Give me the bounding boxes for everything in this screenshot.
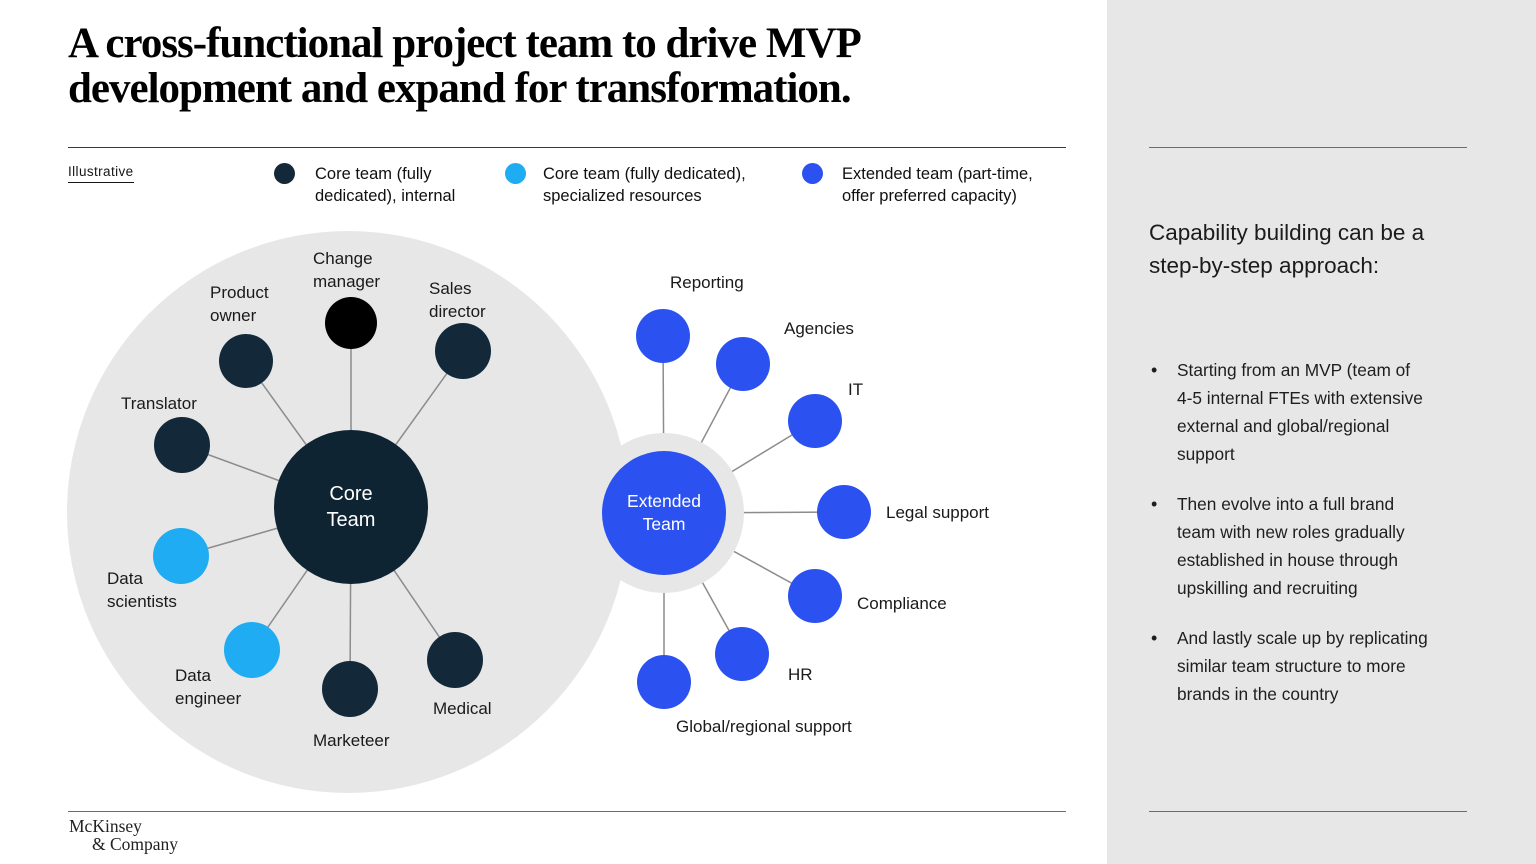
core-node-circle (427, 632, 483, 688)
extended-team-hub-circle (602, 451, 726, 575)
team-diagram (67, 231, 871, 793)
sidebar-bullet-list: Starting from an MVP (team of 4-5 intern… (1149, 356, 1449, 730)
core-node-circle (154, 417, 210, 473)
core-node-circle (325, 297, 377, 349)
extended-node-circle (716, 337, 770, 391)
extended-node-circle (636, 309, 690, 363)
extended-node-circle (715, 627, 769, 681)
mckinsey-logo: McKinsey & Company (69, 816, 179, 854)
sidebar-top-divider (1149, 147, 1467, 148)
legend-label-core-internal: Core team (fully dedicated), internal (315, 165, 456, 205)
sidebar-bottom-divider (1149, 811, 1467, 812)
core-node-circle (153, 528, 209, 584)
sidebar: Capability building can be a step-by-ste… (1107, 0, 1536, 864)
core-team-hub-circle (274, 430, 428, 584)
sidebar-heading: Capability building can be a step-by-ste… (1149, 220, 1425, 278)
bullet-item: Then evolve into a full brand team with … (1149, 490, 1429, 602)
illustrative-tag: Illustrative (68, 164, 134, 183)
legend-label-core-specialized: Core team (fully dedicated), specialized… (543, 165, 746, 205)
core-node-circle (219, 334, 273, 388)
extended-node-circle (637, 655, 691, 709)
core-node-circle (435, 323, 491, 379)
legend-dot-core-specialized (505, 163, 526, 184)
core-node-circle (322, 661, 378, 717)
extended-node-circle (788, 569, 842, 623)
legend-dot-core-internal (274, 163, 295, 184)
page-title: A cross-functional project team to drive… (68, 20, 859, 112)
bottom-divider (68, 811, 1066, 812)
extended-node-circle (788, 394, 842, 448)
logo-line1: McKinsey (69, 816, 142, 836)
core-node-circle (224, 622, 280, 678)
legend-dot-extended (802, 163, 823, 184)
bullet-item: And lastly scale up by replicating simil… (1149, 624, 1429, 708)
legend-label-extended: Extended team (part-time, offer preferre… (842, 165, 1033, 205)
extended-node-circle (817, 485, 871, 539)
bullet-item: Starting from an MVP (team of 4-5 intern… (1149, 356, 1429, 468)
top-divider (68, 147, 1066, 148)
logo-line2: & Company (92, 834, 179, 854)
